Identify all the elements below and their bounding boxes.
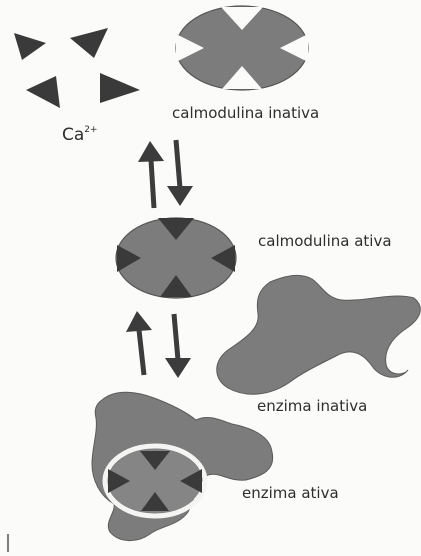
equilibrium-arrows-upper — [138, 140, 193, 208]
calmodulin-inactive-label: calmodulina inativa — [172, 104, 319, 122]
calcium-label: Ca2+ — [62, 125, 98, 145]
enzyme-active-complex — [92, 392, 273, 540]
arrow-down — [167, 140, 193, 206]
arrow-up — [126, 311, 152, 375]
arrow-down — [165, 314, 191, 378]
enzyme-inactive-shape — [217, 275, 421, 394]
calcium-label-base: Ca — [62, 125, 84, 145]
calmodulin-inactive-shape — [176, 6, 308, 90]
calmodulin-active-shape — [116, 218, 236, 298]
calcium-ion-triangle — [100, 73, 140, 103]
calcium-ions — [14, 28, 140, 108]
calcium-label-charge: 2+ — [84, 125, 97, 135]
calcium-ion-triangle — [14, 33, 46, 60]
calcium-ion-triangle — [26, 76, 60, 108]
arrow-up — [138, 141, 164, 208]
equilibrium-arrows-lower — [126, 311, 191, 378]
enzyme-active-label: enzima ativa — [242, 484, 339, 502]
calcium-ion-triangle — [70, 28, 108, 58]
calmodulin-active-label: calmodulina ativa — [258, 232, 392, 250]
enzyme-inactive-label: enzima inativa — [257, 397, 367, 415]
